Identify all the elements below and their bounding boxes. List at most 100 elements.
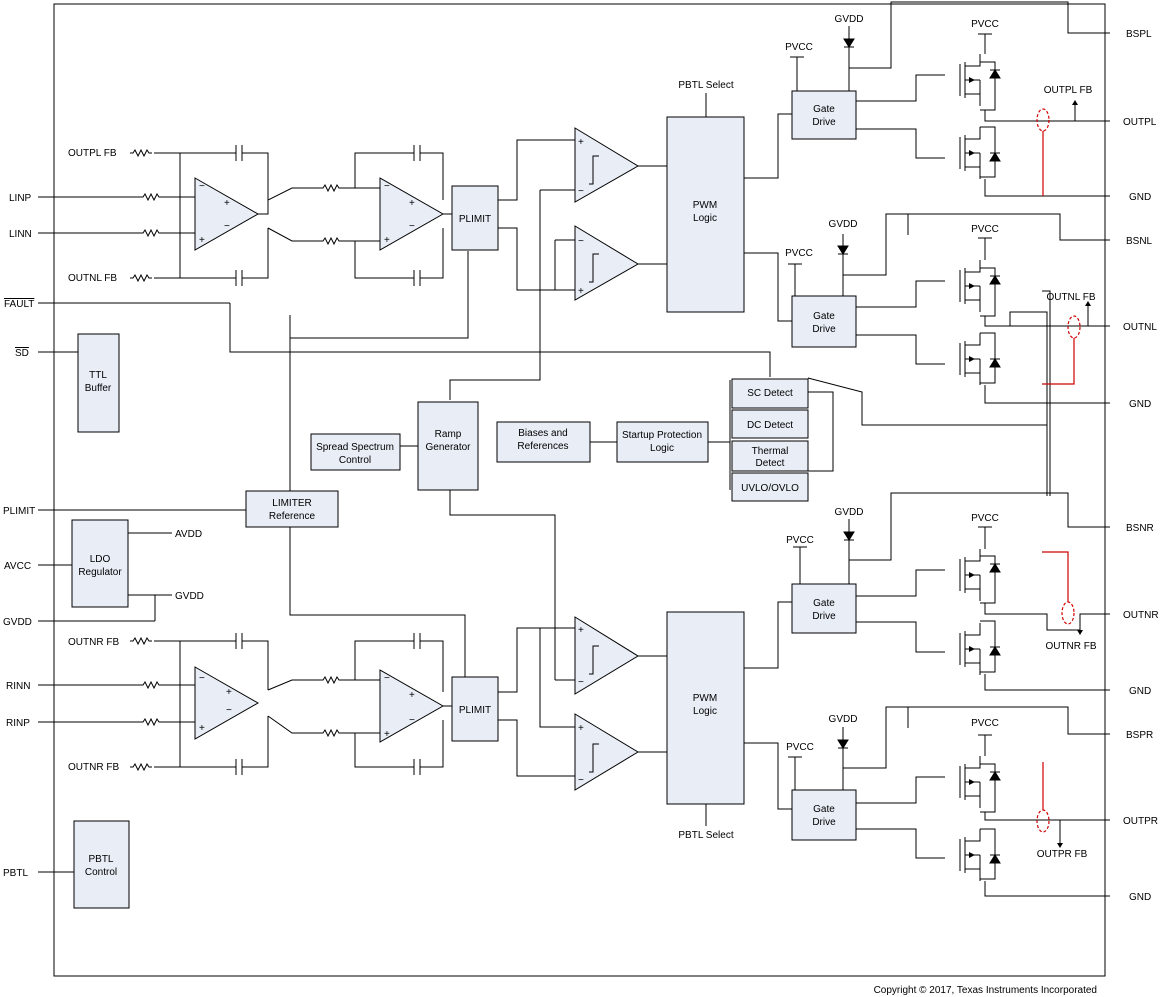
comparator-right-2 [574, 713, 639, 791]
pwm-top-label-1: PWM [693, 200, 717, 211]
pin-gnd-3: GND [1129, 686, 1151, 697]
pbtl-select-bottom: PBTL Select [678, 830, 733, 841]
pin-gvdd: GVDD [3, 617, 32, 628]
spread-label-1: Spread Spectrum [316, 442, 394, 453]
pin-outpr: OUTPR [1123, 816, 1158, 827]
pbtl-select-top: PBTL Select [678, 80, 733, 91]
pin-plimit: PLIMIT [3, 506, 35, 517]
startup-protection-block [616, 421, 709, 463]
pin-outnl-fb: OUTNL FB [68, 273, 117, 284]
gate-drive-3-label-2: Drive [812, 611, 836, 622]
avdd-label: AVDD [175, 529, 202, 540]
biases-block [496, 421, 591, 463]
svg-text:−: − [199, 673, 205, 684]
plimit-bottom-label: PLIMIT [459, 705, 491, 716]
gvdd-label-1: GVDD [835, 14, 864, 25]
middle-wires [128, 251, 1048, 677]
svg-text:+: + [409, 690, 415, 701]
thermal-label-2: Detect [756, 458, 785, 469]
limiter-label-1: LIMITER [272, 498, 311, 509]
svg-text:+: + [199, 723, 205, 734]
plimit-top-block [451, 185, 499, 251]
pvcc-label-8: PVCC [971, 718, 999, 729]
pin-bsnl: BSNL [1126, 236, 1153, 247]
polarity-marks: − + + − − + + − + − − + − + + − − + + − … [199, 137, 584, 786]
opamp-left-stage2 [379, 177, 445, 251]
pbtl-control-label-2: Control [85, 867, 117, 878]
gvdd-ldo-label: GVDD [175, 591, 204, 602]
left-channel-chain [129, 93, 792, 400]
pwm-logic-top-block [666, 116, 745, 313]
startup-label-2: Logic [650, 443, 674, 454]
opamp-left-stage1 [194, 177, 260, 251]
svg-text:+: + [224, 198, 230, 209]
svg-text:−: − [578, 236, 584, 247]
svg-text:−: − [409, 715, 415, 726]
plimit-top-label: PLIMIT [459, 214, 491, 225]
pin-avcc: AVCC [4, 561, 31, 572]
pin-bsnr: BSNR [1126, 523, 1154, 534]
ttl-buffer-block [77, 333, 120, 433]
gate-drive-4-label-2: Drive [812, 817, 836, 828]
pin-rinp: RINP [6, 718, 30, 729]
pvcc-label-2: PVCC [971, 19, 999, 30]
ldo-label-1: LDO [90, 554, 111, 565]
ttl-buffer-label-1: TTL [89, 370, 107, 381]
svg-text:+: + [199, 235, 205, 246]
gvdd-label-3: GVDD [835, 507, 864, 518]
spread-label-2: Control [339, 455, 371, 466]
dc-detect-label: DC Detect [747, 420, 793, 431]
gate-drive-1-label-2: Drive [812, 117, 836, 128]
biases-label-1: Biases and [518, 428, 567, 439]
pin-linn: LINN [9, 229, 32, 240]
output-stage-outnr [793, 492, 1110, 691]
ldo-label-2: Regulator [78, 567, 122, 578]
opamp-right-stage1 [194, 666, 260, 740]
svg-text:+: + [578, 137, 584, 148]
biases-label-2: References [517, 441, 568, 452]
output-stage-outpr [788, 706, 1110, 897]
outpr-fb-label: OUTPR FB [1037, 849, 1088, 860]
pin-bspl: BSPL [1126, 29, 1152, 40]
output-stage-outnl [788, 213, 1110, 496]
plimit-bottom-block [451, 676, 499, 742]
thermal-detect-block [731, 440, 809, 472]
pin-sd: SD [15, 348, 29, 359]
pwm-bottom-label-2: Logic [693, 706, 717, 717]
svg-text:−: − [578, 186, 584, 197]
ramp-generator-block [417, 401, 479, 491]
pin-outnr: OUTNR [1123, 610, 1159, 621]
outnr-fb-label: OUTNR FB [1045, 641, 1096, 652]
dc-detect-block [731, 409, 809, 439]
gvdd-label-2: GVDD [829, 219, 858, 230]
pwm-top-label-2: Logic [693, 213, 717, 224]
pin-outnr-fb-2: OUTNR FB [68, 762, 119, 773]
pin-gnd-4: GND [1129, 892, 1151, 903]
left-pin-labels: OUTPL FB LINP LINN OUTNL FB FAULT SD PLI… [3, 148, 119, 879]
limiter-reference-block [245, 490, 339, 528]
startup-label-1: Startup Protection [622, 430, 702, 441]
gate-drive-1 [791, 90, 857, 140]
gate-drive-3-label-1: Gate [813, 598, 835, 609]
outnl-fb-label: OUTNL FB [1046, 292, 1095, 303]
pvcc-label-6: PVCC [971, 513, 999, 524]
right-pin-labels: BSPL OUTPL GND BSNL OUTNL GND BSNR OUTNR… [1123, 29, 1159, 903]
right-channel-chain [129, 490, 792, 826]
svg-text:−: − [384, 673, 390, 684]
pvcc-label-1: PVCC [785, 42, 813, 53]
blocks [71, 90, 857, 909]
gvdd-label-4: GVDD [829, 714, 858, 725]
gate-drive-3 [791, 583, 857, 634]
signal-labels: PBTL Select PBTL Select GVDD GVDD GVDD G… [175, 14, 1097, 860]
ttl-buffer-label-2: Buffer [85, 383, 112, 394]
svg-text:−: − [224, 221, 230, 232]
svg-text:−: − [409, 221, 415, 232]
pin-pbtl: PBTL [3, 868, 28, 879]
ramp-label-2: Generator [425, 442, 471, 453]
svg-text:−: − [226, 705, 232, 716]
gate-drive-2-label-1: Gate [813, 311, 835, 322]
svg-text:+: + [409, 198, 415, 209]
gate-drive-4 [791, 789, 857, 841]
comparator-right-1 [574, 616, 639, 695]
